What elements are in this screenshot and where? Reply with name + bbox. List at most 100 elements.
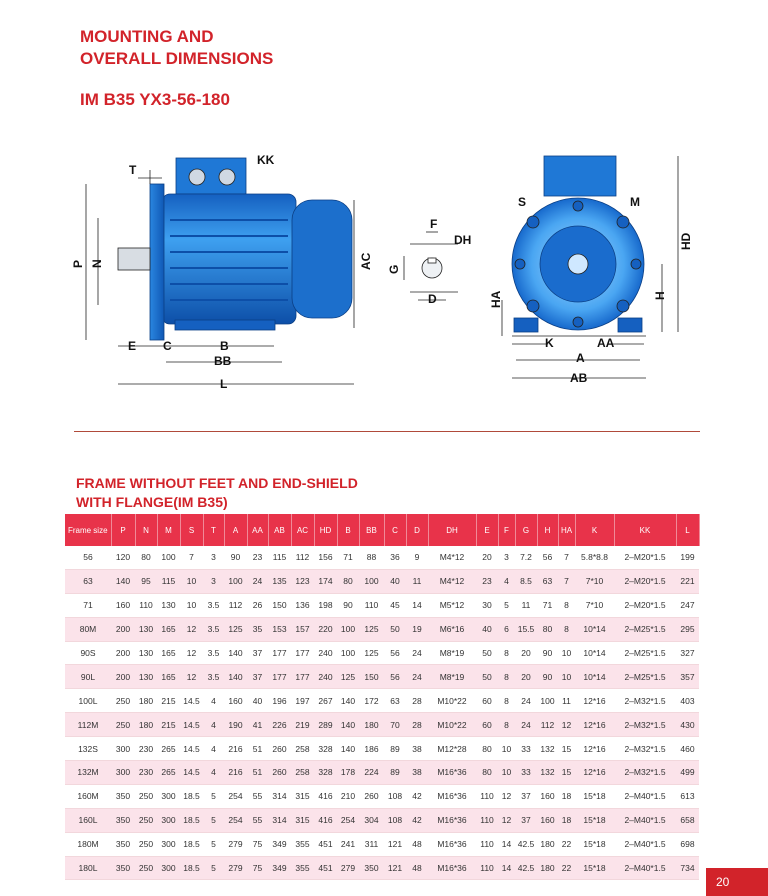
table-cell: 140 (337, 736, 359, 762)
table-cell: 140 (111, 569, 135, 594)
table-cell: 451 (314, 856, 337, 881)
table-cell: 7 (180, 546, 203, 570)
table-cell: M8*19 (428, 641, 476, 666)
section-title: FRAME WITHOUT FEET AND END-SHIELD WITH F… (76, 474, 358, 512)
table-cell: 24 (515, 688, 537, 714)
table-cell: 12 (180, 664, 203, 690)
label-S: S (518, 195, 526, 209)
table-cell: M16*36 (428, 808, 476, 833)
table-cell: 10 (558, 664, 575, 690)
table-cell: 112 (537, 712, 558, 738)
label-B: B (220, 339, 229, 353)
table-cell: 112 (291, 546, 314, 570)
table-cell: 8 (498, 688, 515, 714)
table-cell: 160 (111, 593, 135, 618)
table-cell: 63 (65, 569, 111, 594)
table-cell: 37 (515, 808, 537, 833)
column-header: AC (291, 514, 315, 546)
table-cell: 10 (180, 569, 203, 594)
table-cell: 18.5 (180, 784, 203, 809)
label-C: C (163, 339, 172, 353)
table-cell: 160 (537, 784, 558, 809)
column-header: C (384, 514, 407, 546)
table-cell: 80 (476, 736, 498, 762)
table-cell: 4 (203, 760, 224, 785)
table-cell: 265 (157, 760, 180, 785)
table-cell: 241 (337, 832, 359, 857)
table-cell: 315 (291, 808, 314, 833)
table-cell: 180 (537, 832, 558, 857)
table-cell: 28 (406, 688, 428, 714)
table-cell: 89 (384, 736, 406, 762)
page-subtitle: IM B35 YX3-56-180 (80, 90, 230, 109)
table-cell: 240 (314, 664, 337, 690)
table-cell: 28 (406, 712, 428, 738)
table-cell: 15*18 (575, 808, 614, 833)
column-header: F (498, 514, 516, 546)
table-cell: 165 (157, 664, 180, 690)
table-cell: 140 (337, 688, 359, 714)
table-cell: 613 (676, 784, 699, 809)
table-cell: 2–M32*1.5 (614, 760, 676, 785)
table-cell: 63 (384, 688, 406, 714)
table-cell: 26 (247, 593, 268, 618)
table-cell: 14 (498, 856, 515, 881)
table-cell: 250 (111, 688, 135, 714)
table-cell: 3 (203, 569, 224, 594)
table-cell: 156 (314, 546, 337, 570)
label-AC: AC (359, 252, 373, 270)
table-cell: 4 (203, 736, 224, 762)
table-cell: 40 (384, 569, 406, 594)
table-cell: 71 (537, 593, 558, 618)
column-header: HD (314, 514, 338, 546)
table-cell: 125 (337, 664, 359, 690)
label-HD: HD (679, 232, 693, 250)
table-cell: 42 (406, 784, 428, 809)
table-cell: 9 (406, 546, 428, 570)
table-cell: 33 (515, 736, 537, 762)
table-cell: 260 (268, 736, 291, 762)
table-cell: 130 (135, 664, 157, 690)
table-cell: 177 (268, 664, 291, 690)
table-cell: 11 (406, 569, 428, 594)
label-F: F (430, 217, 437, 231)
table-cell: 260 (268, 760, 291, 785)
table-cell: 15 (558, 760, 575, 785)
table-cell: 8.5 (515, 569, 537, 594)
table-cell: 56 (384, 641, 406, 666)
table-cell: 2–M20*1.5 (614, 593, 676, 618)
section-title-line-1: FRAME WITHOUT FEET AND END-SHIELD (76, 475, 358, 491)
table-cell: 56 (384, 664, 406, 690)
table-cell: 80 (337, 569, 359, 594)
label-M: M (630, 195, 640, 209)
table-cell: 125 (224, 617, 247, 642)
column-header: Frame size (65, 514, 112, 546)
table-cell: 350 (111, 856, 135, 881)
table-cell: 658 (676, 808, 699, 833)
table-cell: 50 (476, 664, 498, 690)
table-cell: 51 (247, 760, 268, 785)
column-header: T (203, 514, 225, 546)
table-cell: 2–M20*1.5 (614, 546, 676, 570)
label-HA: HA (489, 290, 503, 308)
table-cell: 100 (224, 569, 247, 594)
table-cell: 37 (515, 784, 537, 809)
table-cell: 115 (157, 569, 180, 594)
table-cell: 12*16 (575, 688, 614, 714)
table-cell: 430 (676, 712, 699, 738)
table-cell: 42.5 (515, 832, 537, 857)
table-cell: 75 (247, 856, 268, 881)
table-cell: 180L (65, 856, 111, 881)
table-cell: 18.5 (180, 832, 203, 857)
table-cell: 23 (247, 546, 268, 570)
table-cell: 172 (359, 688, 384, 714)
table-cell: M16*36 (428, 760, 476, 785)
column-header: P (111, 514, 136, 546)
label-DH: DH (454, 233, 471, 247)
table-cell: 165 (157, 641, 180, 666)
table-cell: 80 (476, 760, 498, 785)
column-header: L (676, 514, 700, 546)
table-cell: 2–M25*1.5 (614, 617, 676, 642)
